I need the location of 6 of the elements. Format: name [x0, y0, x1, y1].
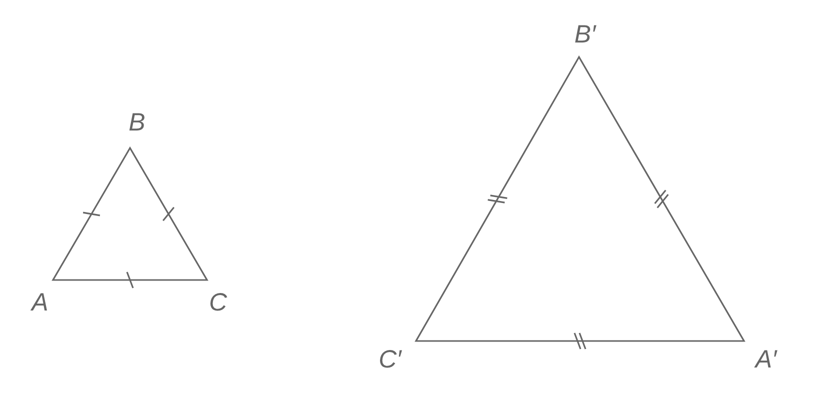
- vertex-label: A′: [755, 348, 777, 372]
- vertex-label: B′: [574, 22, 596, 48]
- vertex-label: C′: [378, 348, 402, 372]
- vertex-label: B: [128, 110, 146, 136]
- vertex-label: A: [32, 290, 48, 316]
- vertex-label: C: [208, 290, 228, 316]
